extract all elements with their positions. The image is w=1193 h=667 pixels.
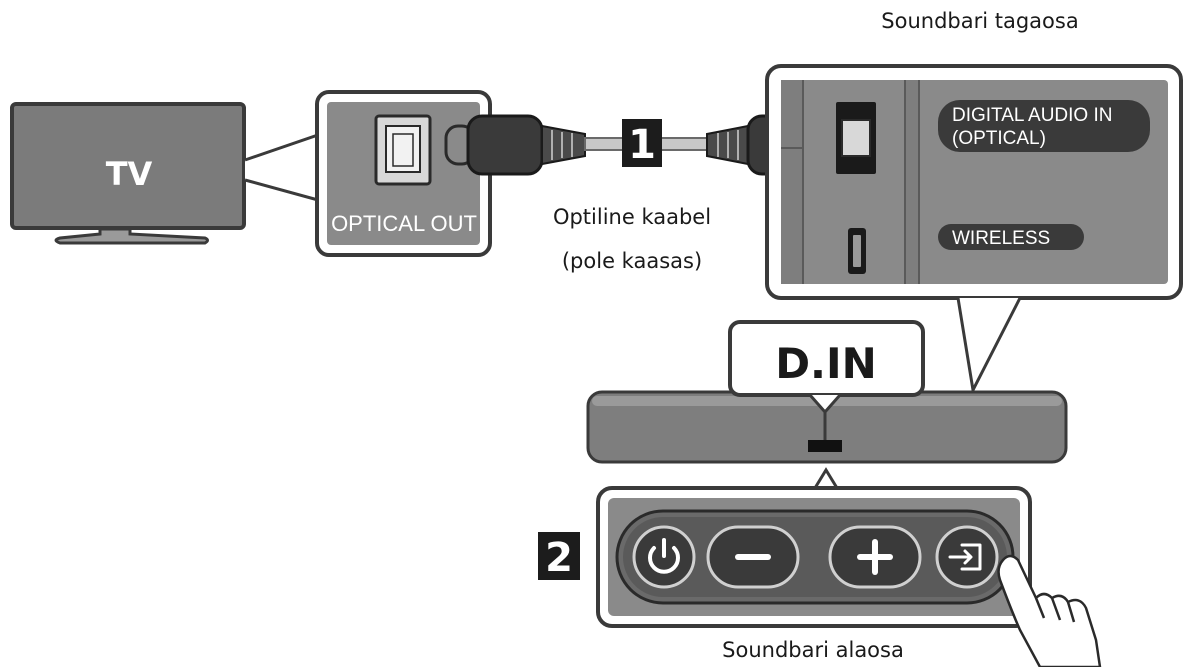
- cable-caption-line2: (pole kaasas): [562, 249, 702, 273]
- svg-text:WIRELESS: WIRELESS: [952, 228, 1050, 249]
- plus-icon: [857, 539, 893, 575]
- soundbar: [586, 390, 1068, 464]
- svg-text:(OPTICAL): (OPTICAL): [952, 128, 1046, 149]
- step-1-number: 1: [628, 122, 656, 168]
- tv-callout-pointer: [244, 132, 320, 202]
- display-indicator: [808, 440, 842, 452]
- rear-panel-title: Soundbari tagaosa: [881, 9, 1078, 33]
- step-2-badge: [538, 532, 580, 580]
- power-button[interactable]: [632, 525, 696, 589]
- mode-display-label: D.IN: [775, 339, 877, 388]
- step-1-badge: [622, 119, 662, 167]
- digital-audio-in-socket-icon: [836, 102, 876, 174]
- power-icon: [648, 538, 680, 574]
- wireless-slot-icon: [848, 228, 866, 274]
- bottom-panel-title: Soundbari alaosa: [722, 638, 904, 662]
- bottom-panel-pointer: [813, 467, 839, 489]
- svg-text:DIGITAL AUDIO IN: DIGITAL AUDIO IN: [952, 105, 1112, 126]
- wireless-label: WIRELESS: [938, 224, 1084, 250]
- source-button[interactable]: [935, 525, 999, 589]
- step-2-number: 2: [545, 535, 573, 581]
- volume-down-button[interactable]: [706, 525, 800, 589]
- optical-out-label: OPTICAL OUT: [331, 211, 477, 236]
- optical-out-panel: OPTICAL OUT: [315, 90, 492, 257]
- tv-stand: [54, 227, 209, 245]
- mode-display-callout: D.IN: [728, 320, 925, 440]
- hand-pointer-icon: [997, 554, 1102, 667]
- digital-audio-in-label: DIGITAL AUDIO IN (OPTICAL): [938, 100, 1150, 152]
- volume-up-button[interactable]: [828, 525, 922, 589]
- tv: TV: [10, 102, 246, 245]
- rear-panel: DIGITAL AUDIO IN (OPTICAL) WIRELESS: [765, 64, 1183, 300]
- tv-label: TV: [106, 155, 153, 193]
- rear-panel-callout-pointer: [956, 297, 1022, 395]
- cable-caption-line1: Optiline kaabel: [553, 205, 711, 229]
- source-icon: [948, 543, 982, 571]
- optical-socket-icon: [374, 114, 432, 186]
